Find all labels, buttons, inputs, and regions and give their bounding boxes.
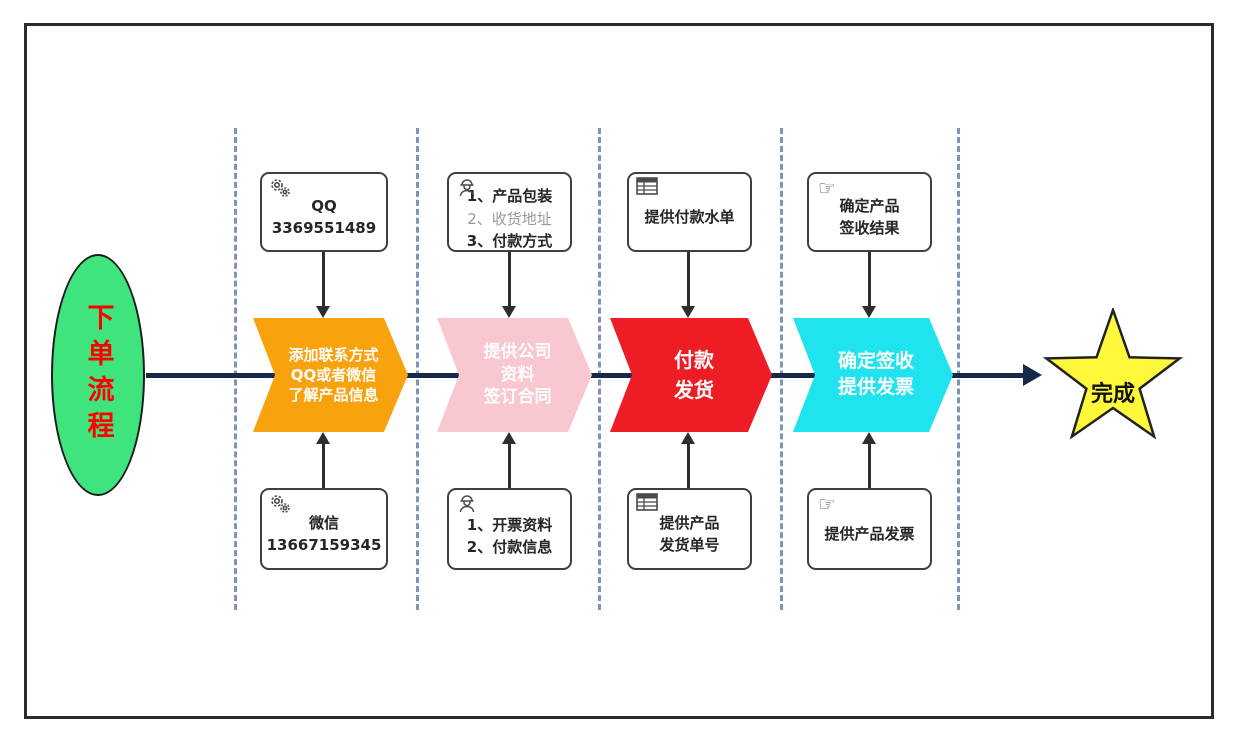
end-node: 完成 (1038, 306, 1188, 453)
note-line: 3、付款方式 (466, 232, 553, 251)
step-provide-info: 提供公司 资料 签订合同 (437, 318, 592, 432)
hand-icon: ☞ (818, 492, 836, 516)
note-line: 1、产品包装 (466, 187, 553, 206)
step-label-line: 提供公司 (483, 341, 552, 362)
star-icon (1042, 306, 1184, 440)
arrow-down-icon (681, 306, 695, 318)
note-payment-slip: 提供付款水单 (627, 172, 752, 252)
worker-icon (455, 177, 479, 201)
note-line: 2、付款信息 (466, 538, 553, 556)
start-node-label: 下单流程 (82, 303, 114, 447)
note-line: 13667159345 (266, 536, 382, 554)
note-line: 签收结果 (839, 219, 900, 237)
lane-divider (416, 128, 419, 610)
step-confirm-invoice: 确定签收 提供发票 (793, 318, 953, 432)
note-line: 提供付款水单 (644, 207, 735, 226)
arrow-down-icon (316, 306, 330, 318)
step-label-line: 添加联系方式 (288, 345, 379, 364)
lane-divider (957, 128, 960, 610)
flow-arrowhead-icon (1023, 364, 1042, 386)
note-invoice-info: 1、开票资料 2、付款信息 (447, 488, 572, 570)
connector (508, 252, 511, 306)
note-line: QQ (311, 196, 337, 215)
step-label-line: 签订合同 (483, 387, 552, 408)
step-label-line: 提供发票 (837, 376, 914, 398)
arrow-up-icon (316, 432, 330, 444)
lane-divider (780, 128, 783, 610)
note-line: 3369551489 (271, 219, 377, 237)
worker-icon (455, 493, 479, 517)
table-icon (635, 177, 659, 201)
step-label-line: 了解产品信息 (288, 386, 379, 405)
diagram-border (24, 23, 1214, 719)
step-label-line: 付款 (674, 348, 714, 372)
step-label-line: 发货 (674, 378, 714, 402)
lane-divider (598, 128, 601, 610)
gears-icon (268, 177, 292, 201)
arrow-up-icon (862, 432, 876, 444)
lane-divider (234, 128, 237, 610)
end-node-label: 完成 (1090, 382, 1135, 407)
hand-icon: ☞ (818, 176, 836, 200)
note-line: 1、开票资料 (466, 515, 553, 534)
arrow-down-icon (502, 306, 516, 318)
connector (687, 252, 690, 306)
connector (868, 444, 871, 488)
note-shipping-number: 提供产品 发货单号 (627, 488, 752, 570)
connector (322, 444, 325, 488)
step-pay-ship: 付款 发货 (610, 318, 772, 432)
note-product-invoice: ☞ 提供产品发票 (807, 488, 932, 570)
step-label-line: 确定签收 (837, 350, 914, 373)
note-wechat: 微信 13667159345 (260, 488, 388, 570)
arrow-up-icon (502, 432, 516, 444)
connector (687, 444, 690, 488)
connector (322, 252, 325, 306)
note-line: 微信 (308, 513, 339, 532)
note-order-details: 1、产品包装 2、收货地址 3、付款方式 (447, 172, 572, 252)
gears-icon (268, 493, 292, 517)
step-label-line: 资料 (500, 364, 535, 385)
start-node: 下单流程 (51, 254, 145, 496)
note-line: 确定产品 (839, 196, 900, 215)
connector (508, 444, 511, 488)
note-line: 发货单号 (659, 536, 720, 554)
note-line: 2、收货地址 (467, 209, 552, 228)
table-icon (635, 493, 659, 517)
arrow-down-icon (862, 306, 876, 318)
note-confirm-receipt: ☞ 确定产品 签收结果 (807, 172, 932, 252)
arrow-up-icon (681, 432, 695, 444)
step-label-line: QQ或者微信 (290, 365, 377, 384)
step-add-contact: 添加联系方式 QQ或者微信 了解产品信息 (253, 318, 408, 432)
note-qq: QQ 3369551489 (260, 172, 388, 252)
connector (868, 252, 871, 306)
note-line: 提供产品 (659, 513, 720, 532)
note-line: 提供产品发票 (824, 524, 915, 543)
